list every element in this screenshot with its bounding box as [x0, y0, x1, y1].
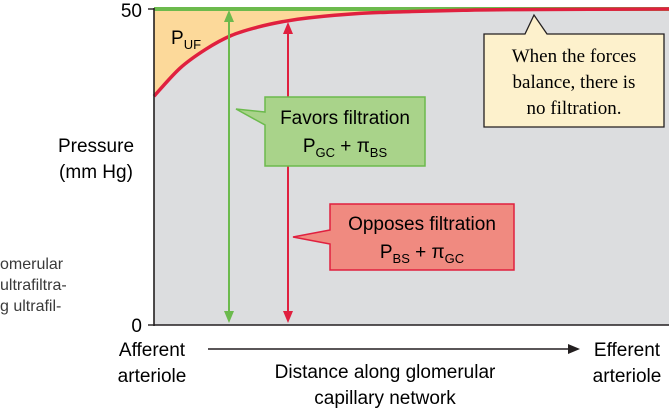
- opposes-box-formula: PBS + πGC: [380, 242, 464, 266]
- favors-arrow-head-top: [224, 10, 234, 22]
- cropped-caption-line3: g ultrafil-: [0, 298, 61, 315]
- x-start-label-line1: Afferent: [119, 340, 186, 361]
- x-direction-arrow-head: [568, 344, 580, 354]
- balance-callout: When the forces balance, there is no fil…: [483, 13, 665, 128]
- favors-box-title: Favors filtration: [280, 108, 410, 129]
- x-start-label-line2: arteriole: [118, 366, 187, 387]
- x-end-label-line1: Efferent: [594, 340, 661, 361]
- x-end-label-line2: arteriole: [593, 366, 662, 387]
- cropped-caption-line2: ultrafiltra-: [0, 277, 67, 294]
- callout-shape: [483, 13, 665, 128]
- callout-line3: no filtration.: [527, 98, 622, 119]
- favors-box-formula: PGC + πBS: [303, 136, 388, 160]
- y-tick-label-0: 0: [131, 316, 142, 337]
- opposes-arrow-head-bottom: [283, 311, 293, 323]
- x-axis-label-line2: capillary network: [314, 388, 456, 409]
- favors-filtration-box: Favors filtration PGC + πBS: [235, 96, 426, 167]
- uf-region-label: PUF: [171, 28, 201, 52]
- y-axis-label-line2: (mm Hg): [59, 162, 133, 183]
- x-axis-label-line1: Distance along glomerular: [275, 362, 496, 383]
- opposes-filtration-box: Opposes filtration PBS + πGC: [292, 203, 515, 271]
- opposes-arrow-head-top: [283, 22, 293, 34]
- callout-line1: When the forces: [512, 46, 637, 67]
- opposes-box-shape: [292, 203, 515, 271]
- favors-box-shape: [235, 96, 426, 167]
- favors-arrow-head-bottom: [224, 311, 234, 323]
- y-axis-label-line1: Pressure: [58, 136, 134, 157]
- net-ultrafiltration-region: [154, 9, 669, 97]
- callout-line2: balance, there is: [513, 72, 636, 93]
- cropped-caption-line1: omerular: [0, 256, 64, 273]
- opposes-filtration-curve: [152, 7, 669, 98]
- y-tick-label-50: 50: [121, 1, 142, 22]
- opposes-box-title: Opposes filtration: [348, 214, 496, 235]
